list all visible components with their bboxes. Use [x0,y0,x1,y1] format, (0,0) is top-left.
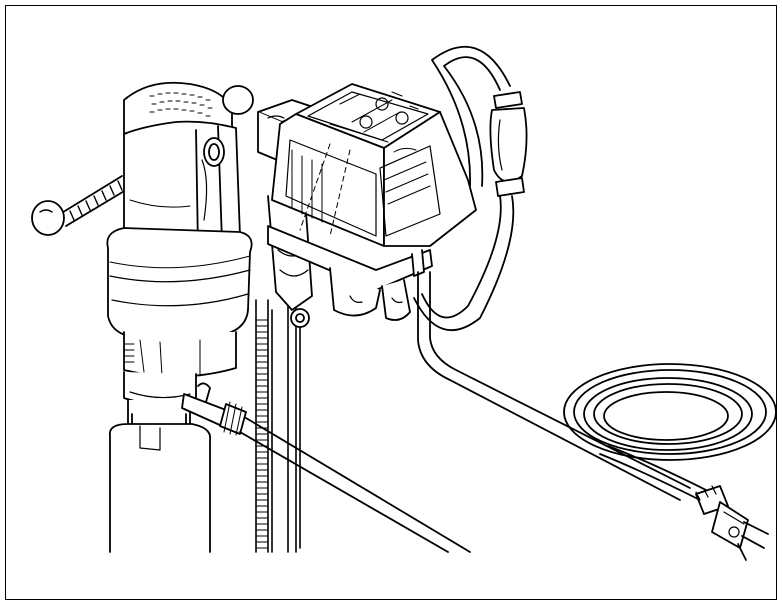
power-plug [695,485,769,561]
drill-motor [106,81,254,406]
control-box [267,83,477,321]
core-bit [108,399,212,553]
inline-protector [489,91,528,197]
side-handle-knob [31,200,65,236]
power-cord [413,45,777,501]
side-handle [31,175,127,236]
drill-stand-column [255,299,301,553]
water-hose [239,417,471,553]
water-valve [181,382,247,436]
